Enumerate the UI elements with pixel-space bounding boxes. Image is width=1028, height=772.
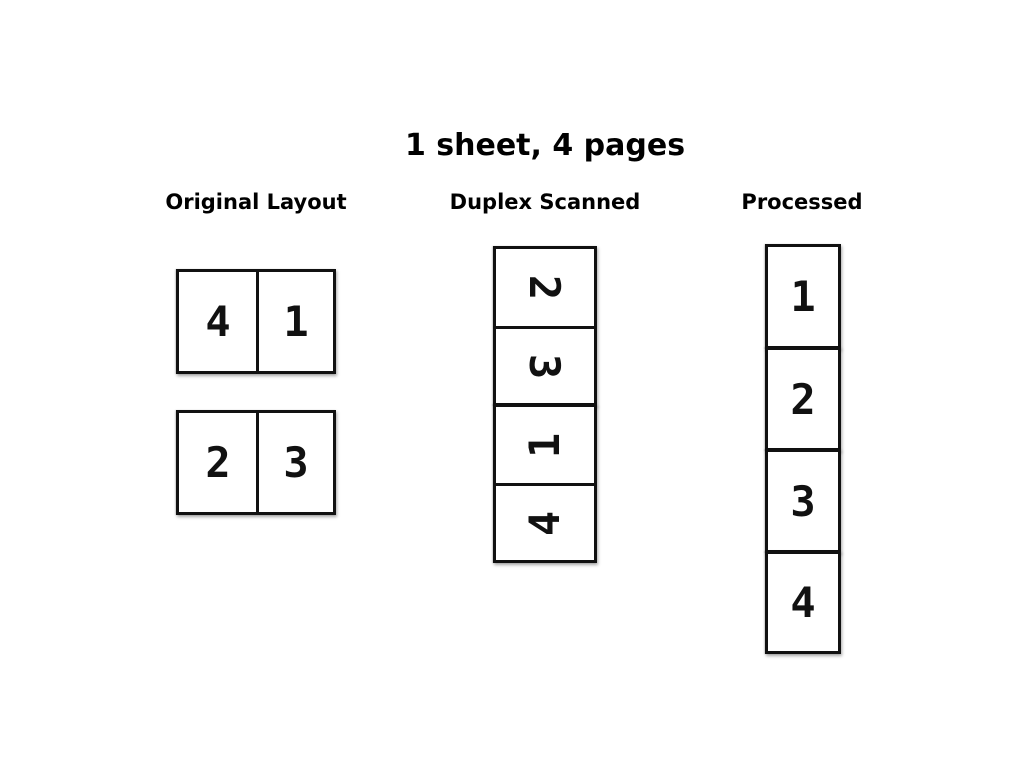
page-cell: 1 — [496, 407, 594, 483]
processed-page-2: 2 — [765, 347, 841, 451]
original-layout-heading: Original Layout — [165, 190, 347, 214]
page-cell: 2 — [790, 374, 816, 424]
rotated-page-number: 1 — [520, 432, 570, 458]
diagram-title: 1 sheet, 4 pages — [404, 128, 686, 163]
rotated-page-number: 4 — [520, 510, 570, 536]
duplex-scanned-heading: Duplex Scanned — [449, 190, 641, 214]
page-cell: 3 — [790, 476, 816, 526]
duplex-sheet-lower: 1 4 — [493, 404, 597, 563]
page-cell: 3 — [283, 438, 309, 487]
page-cell: 2 — [496, 249, 594, 326]
processed-page-3: 3 — [765, 449, 841, 553]
processed-page-4: 4 — [765, 551, 841, 654]
processed-page-1: 1 — [765, 244, 841, 349]
rotated-page-number: 2 — [520, 274, 570, 301]
page-cell: 4 — [496, 486, 594, 560]
page-cell: 2 — [205, 438, 231, 487]
sheet-fold-line — [256, 413, 259, 512]
original-sheet-bottom: 2 3 — [176, 410, 336, 515]
rotated-page-number: 3 — [520, 353, 570, 379]
page-cell: 1 — [283, 297, 309, 346]
sheet-fold-line — [256, 272, 259, 371]
page-cell: 4 — [790, 578, 816, 627]
original-sheet-top: 4 1 — [176, 269, 336, 374]
sheet-fold-line — [496, 483, 594, 486]
sheet-fold-line — [496, 326, 594, 329]
page-cell: 4 — [205, 297, 231, 346]
page-cell: 3 — [496, 329, 594, 403]
page-cell: 1 — [790, 272, 816, 321]
processed-heading: Processed — [741, 190, 863, 214]
duplex-sheet-upper: 2 3 — [493, 246, 597, 406]
